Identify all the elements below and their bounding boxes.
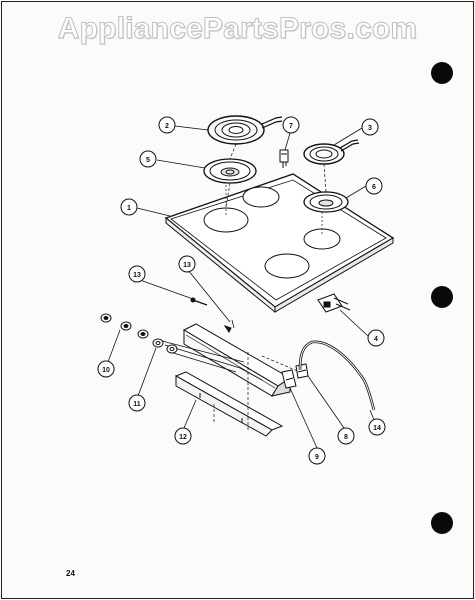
- callout-5: 5: [139, 150, 157, 168]
- callout-10: 10: [97, 360, 115, 378]
- callout-6: 6: [365, 177, 383, 195]
- surface-element-small: [303, 139, 360, 165]
- callout-8-label: 8: [344, 434, 348, 441]
- cooktop-part: [164, 173, 395, 314]
- callout-3-label: 3: [368, 125, 372, 132]
- callout-8: 8: [337, 427, 355, 445]
- callout-leaders: [107, 125, 375, 449]
- callout-1-label: 1: [127, 205, 131, 212]
- control-knobs: [100, 313, 149, 339]
- callout-4-label: 4: [374, 336, 378, 343]
- watermark: AppliancePartsPros.com: [57, 12, 418, 46]
- callout-4: 4: [367, 329, 385, 347]
- callout-6-label: 6: [372, 184, 376, 191]
- wire-connector-8: [295, 363, 309, 379]
- knob-bezels: [152, 338, 178, 354]
- callout-7: 7: [282, 116, 300, 134]
- callout-12-label: 12: [179, 434, 187, 441]
- binder-hole-top: [431, 62, 453, 84]
- callout-9: 9: [308, 447, 326, 465]
- callout-2: 2: [158, 116, 176, 134]
- callout-14-label: 14: [373, 425, 381, 432]
- callout-3: 3: [361, 118, 379, 136]
- dashed-guides: [213, 143, 327, 430]
- page-number: 24: [66, 569, 75, 578]
- callout-13-screw-label: 13: [133, 272, 141, 279]
- callout-12: 12: [174, 427, 192, 445]
- callout-1: 1: [120, 198, 138, 216]
- power-cord: [298, 340, 376, 411]
- callout-13-bracket-label: 13: [183, 262, 191, 269]
- callout-10-label: 10: [102, 367, 110, 374]
- binder-hole-middle: [431, 286, 453, 308]
- drip-pan-large: [203, 158, 257, 184]
- callout-13-bracket: 13: [178, 255, 196, 273]
- callout-11: 11: [128, 394, 146, 412]
- surface-element-large: [207, 115, 283, 145]
- callout-2-label: 2: [165, 123, 169, 130]
- lower-panel: [174, 371, 284, 437]
- drip-pan-small: [303, 191, 349, 213]
- callout-11-label: 11: [133, 401, 141, 408]
- receptacle-part: [317, 293, 351, 313]
- callout-9-label: 9: [315, 454, 319, 461]
- binder-hole-bottom: [431, 512, 453, 534]
- wire-connector-9: [281, 369, 297, 389]
- callout-13-screw: 13: [128, 265, 146, 283]
- callout-14: 14: [368, 418, 386, 436]
- callout-5-label: 5: [146, 157, 150, 164]
- callout-7-label: 7: [289, 123, 293, 130]
- screw-part: [190, 297, 208, 306]
- control-panel: [157, 319, 291, 397]
- terminal-block: [279, 149, 289, 168]
